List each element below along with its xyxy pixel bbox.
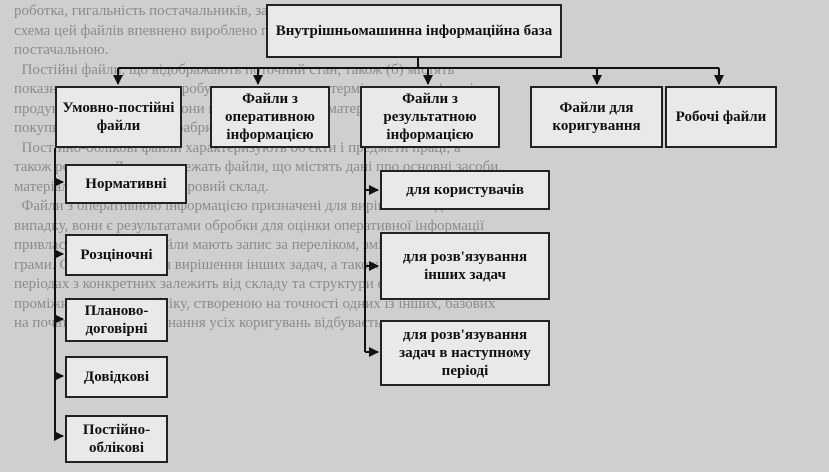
node-next: для розв'язування задач в наступному пер… bbox=[380, 320, 550, 386]
node-root: Внутрішньомашинна інформаційна база bbox=[266, 4, 562, 58]
node-calc: Розціночні bbox=[65, 234, 168, 276]
node-other: для розв'язування інших задач bbox=[380, 232, 550, 300]
node-oper: Файли з оперативною інформацією bbox=[210, 86, 330, 148]
node-cond: Умовно-постійні файли bbox=[55, 86, 182, 148]
node-work: Робочі файли bbox=[665, 86, 777, 148]
node-corr: Файли для коригування bbox=[530, 86, 663, 148]
node-ref: Довідкові bbox=[65, 356, 168, 398]
node-res: Файли з результатною інформацією bbox=[360, 86, 500, 148]
node-perm: Постійно-облікові bbox=[65, 415, 168, 463]
node-users: для користувачів bbox=[380, 170, 550, 210]
node-norm: Нормативні bbox=[65, 164, 187, 204]
node-plan: Планово-договірні bbox=[65, 298, 168, 342]
